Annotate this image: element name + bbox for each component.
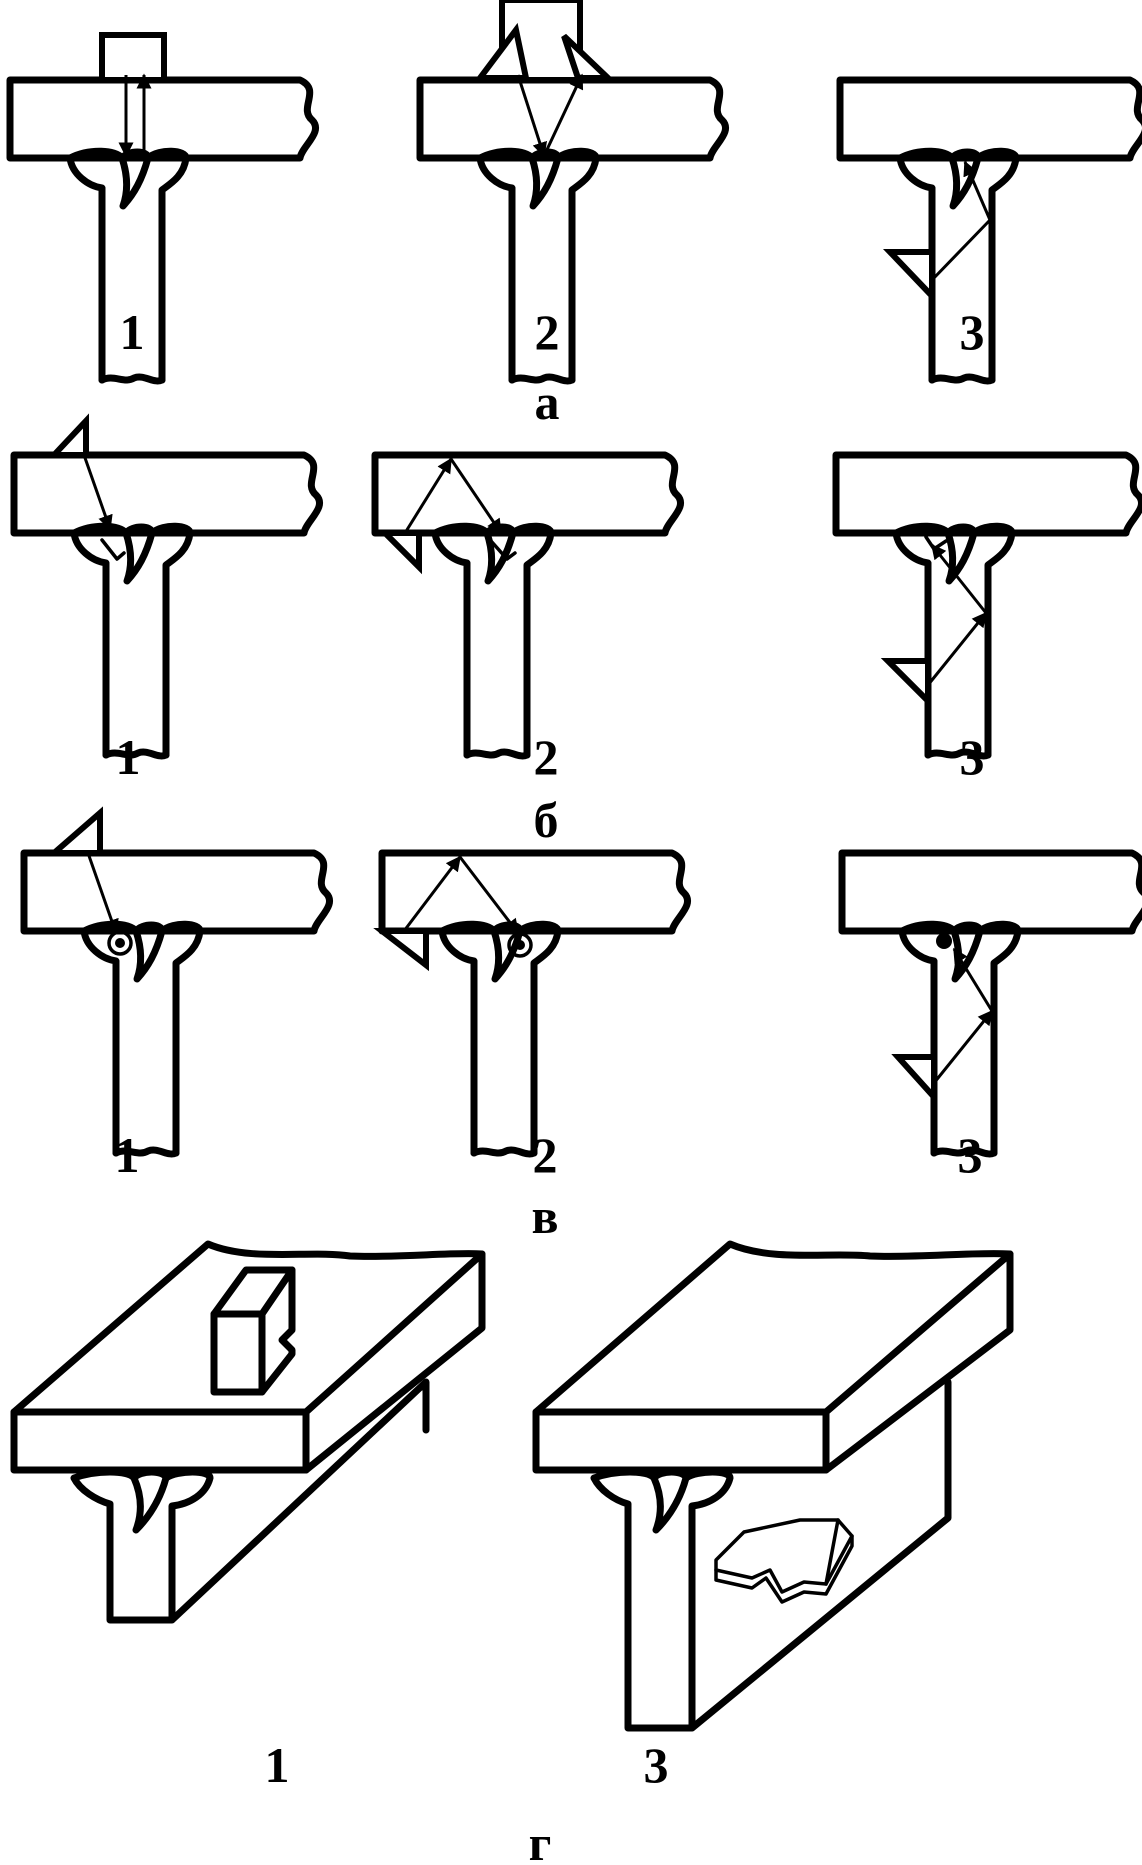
row-d: 1 3 г bbox=[10, 1240, 1014, 1865]
row-b-label-3: 3 bbox=[960, 729, 985, 785]
diagram-a2 bbox=[420, 0, 726, 381]
row-c-letter: в bbox=[531, 1188, 558, 1244]
row-a-label-3: 3 bbox=[960, 304, 985, 360]
diagram-d1 bbox=[10, 1240, 486, 1624]
row-c-label-2: 2 bbox=[533, 1127, 558, 1183]
diagram-d3 bbox=[532, 1240, 1014, 1732]
defect-dot bbox=[936, 933, 952, 949]
diagram-c3 bbox=[842, 853, 1142, 1154]
row-d-label-1: 1 bbox=[265, 1737, 290, 1793]
diagram-a3 bbox=[840, 80, 1142, 381]
diagram-c2 bbox=[373, 853, 688, 1154]
row-a-label-1: 1 bbox=[120, 304, 145, 360]
row-d-letter: г bbox=[529, 1815, 552, 1865]
defect-dot bbox=[115, 938, 125, 948]
row-a: 1 2 3 а bbox=[10, 0, 1142, 430]
defect-dot bbox=[515, 940, 525, 950]
row-c: 1 2 3 в bbox=[24, 806, 1142, 1244]
diagram-b3 bbox=[836, 455, 1142, 756]
row-b-label-1: 1 bbox=[116, 729, 141, 785]
diagram-c1 bbox=[24, 806, 330, 1154]
row-b-letter: б bbox=[534, 792, 559, 848]
row-b: 1 2 3 б bbox=[14, 413, 1142, 848]
row-c-label-1: 1 bbox=[115, 1127, 140, 1183]
row-a-label-2: 2 bbox=[535, 304, 560, 360]
row-b-label-2: 2 bbox=[534, 729, 559, 785]
row-a-letter: а bbox=[535, 374, 560, 430]
diagram-b1 bbox=[14, 413, 320, 756]
row-d-label-3: 3 bbox=[644, 1737, 669, 1793]
diagram-b2 bbox=[375, 455, 681, 756]
diagram-a1 bbox=[10, 32, 316, 381]
row-c-label-3: 3 bbox=[958, 1127, 983, 1183]
